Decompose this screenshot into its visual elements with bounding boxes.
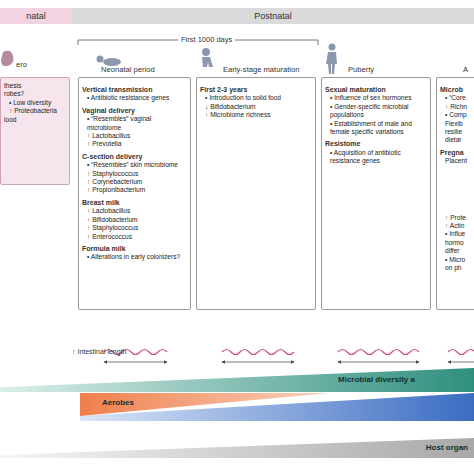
- teen-head: [329, 44, 336, 51]
- period-band: natal: [0, 8, 72, 24]
- list-item: • Influence of sex hormones: [325, 94, 427, 102]
- band-label: Microbial diversity a: [338, 375, 415, 384]
- list-item: • Comp: [440, 111, 474, 119]
- wave: [448, 350, 474, 355]
- list-item: ↑ Propionibacterium: [82, 186, 187, 194]
- section-heading: Sexual maturation: [325, 86, 427, 94]
- stage-box: Neonatal periodVertical transmission• An…: [78, 77, 191, 310]
- body-text: robes?: [4, 90, 66, 98]
- period-band: Postnatal: [72, 8, 474, 24]
- wedge-fill: [0, 368, 474, 392]
- double-arrow: [222, 362, 294, 363]
- axis-label: ↑ Intestinal length: [72, 348, 126, 355]
- body-text: thesis: [4, 82, 66, 90]
- section-heading: Vaginal delivery: [82, 107, 187, 115]
- stage-box: erothesisrobes?• Low diversity↑ Proteoba…: [0, 77, 70, 185]
- section-heading: Vertical transmission: [82, 86, 187, 94]
- fetus-icon: [1, 51, 13, 66]
- list-item: • Gender-specific microbial populations: [325, 103, 427, 120]
- list-item: Flexib: [440, 120, 474, 128]
- wedge-fill: [0, 438, 474, 458]
- baby-icon: [103, 58, 121, 66]
- list-item: ↓ Bifidobacterium: [200, 103, 312, 111]
- anaerobe-wedge: [80, 393, 474, 421]
- stage-heading: Early-stage maturation: [223, 65, 299, 74]
- list-item: ↑ Microbiome richness: [200, 111, 312, 119]
- host-organ-band: Host organ: [0, 438, 474, 458]
- list-item: ↑ Lactobacillus: [82, 207, 187, 215]
- list-item: • Acquisition of antibiotic resistance g…: [325, 149, 427, 166]
- list-item: ↑ Lactobacillus: [82, 132, 187, 140]
- list-item: ↑ Corynebacterium: [82, 178, 187, 186]
- period-title: natal: [26, 11, 46, 21]
- list-item: • “Core: [440, 94, 474, 102]
- section-heading: Breast milk: [82, 199, 187, 207]
- wave: [338, 350, 419, 355]
- list-item: • Introduction to solid food: [200, 94, 312, 102]
- stage-heading: Puberty: [348, 65, 374, 74]
- stage-heading: A: [463, 65, 468, 74]
- stage-box: PubertySexual maturation• Influence of s…: [321, 77, 431, 310]
- list-item: • Low diversity: [4, 99, 66, 107]
- life-stage-icons: [1, 44, 337, 75]
- toddler-body: [202, 57, 213, 67]
- list-item: • Influe: [440, 230, 474, 238]
- teen-body: [326, 52, 337, 74]
- double-arrow: [104, 362, 167, 363]
- section-heading: Pregna: [440, 149, 474, 157]
- section-heading: Microb: [440, 86, 474, 94]
- diversity-band: Microbial diversity a: [0, 368, 474, 392]
- list-item: ↑ Staphylococcus: [82, 224, 187, 232]
- toddler-head: [202, 48, 210, 56]
- aerobes-band: Aerobes: [80, 393, 330, 416]
- wedge-shape: [0, 438, 474, 458]
- section-heading: First 2-3 years: [200, 86, 312, 94]
- body-text: lood: [4, 116, 66, 124]
- list-item: ↑ Actin: [440, 222, 474, 230]
- list-item: • “Resembles” skin microbiome: [82, 161, 187, 169]
- double-arrow: [448, 362, 474, 363]
- list-item: differ: [440, 247, 474, 255]
- list-item: ↑ Prote: [440, 214, 474, 222]
- list-item: dietar: [440, 136, 474, 144]
- list-item: ↑ Richn: [440, 103, 474, 111]
- stage-heading: ero: [16, 60, 27, 69]
- list-item: resilie: [440, 128, 474, 136]
- length-arrows: [104, 362, 474, 363]
- list-item: hormo: [440, 239, 474, 247]
- section-heading: Resistome: [325, 140, 427, 148]
- list-item: • Establishment of male and female speci…: [325, 120, 427, 137]
- period-label: First 1000 days: [178, 35, 235, 44]
- stage-heading: Neonatal period: [101, 65, 155, 74]
- list-item: ↑ Staphylococcus: [82, 170, 187, 178]
- list-item: Placent: [440, 157, 474, 165]
- wedge-fill: [80, 393, 330, 416]
- list-item: • Alterations in early colonizers?: [82, 253, 187, 261]
- list-item: ↑ Prevotella: [82, 140, 187, 148]
- list-item: • Antibiotic resistance genes: [82, 94, 187, 102]
- section-heading: C-section delivery: [82, 153, 187, 161]
- list-item: on ph: [440, 264, 474, 272]
- list-item: ↑ Proteobacteria: [4, 107, 66, 115]
- band-label: Aerobes: [102, 398, 134, 407]
- period-title: Postnatal: [254, 11, 292, 21]
- list-item: ↑ Bifidobacterium: [82, 216, 187, 224]
- stage-box: AMicrob• “Core↑ Richn• CompFlexibresilie…: [436, 77, 474, 310]
- band-label: Host organ: [426, 443, 468, 452]
- double-arrow: [338, 362, 419, 363]
- wave: [222, 350, 294, 355]
- list-item: • “Resembles” vaginal microbiome: [82, 115, 187, 132]
- stage-box: Early-stage maturationFirst 2-3 years• I…: [196, 77, 316, 310]
- list-item: ↑ Enterococcus: [82, 233, 187, 241]
- section-heading: Formula milk: [82, 245, 187, 253]
- baby-head: [97, 56, 104, 63]
- intestine-waves: [104, 350, 474, 355]
- list-item: • Micro: [440, 256, 474, 264]
